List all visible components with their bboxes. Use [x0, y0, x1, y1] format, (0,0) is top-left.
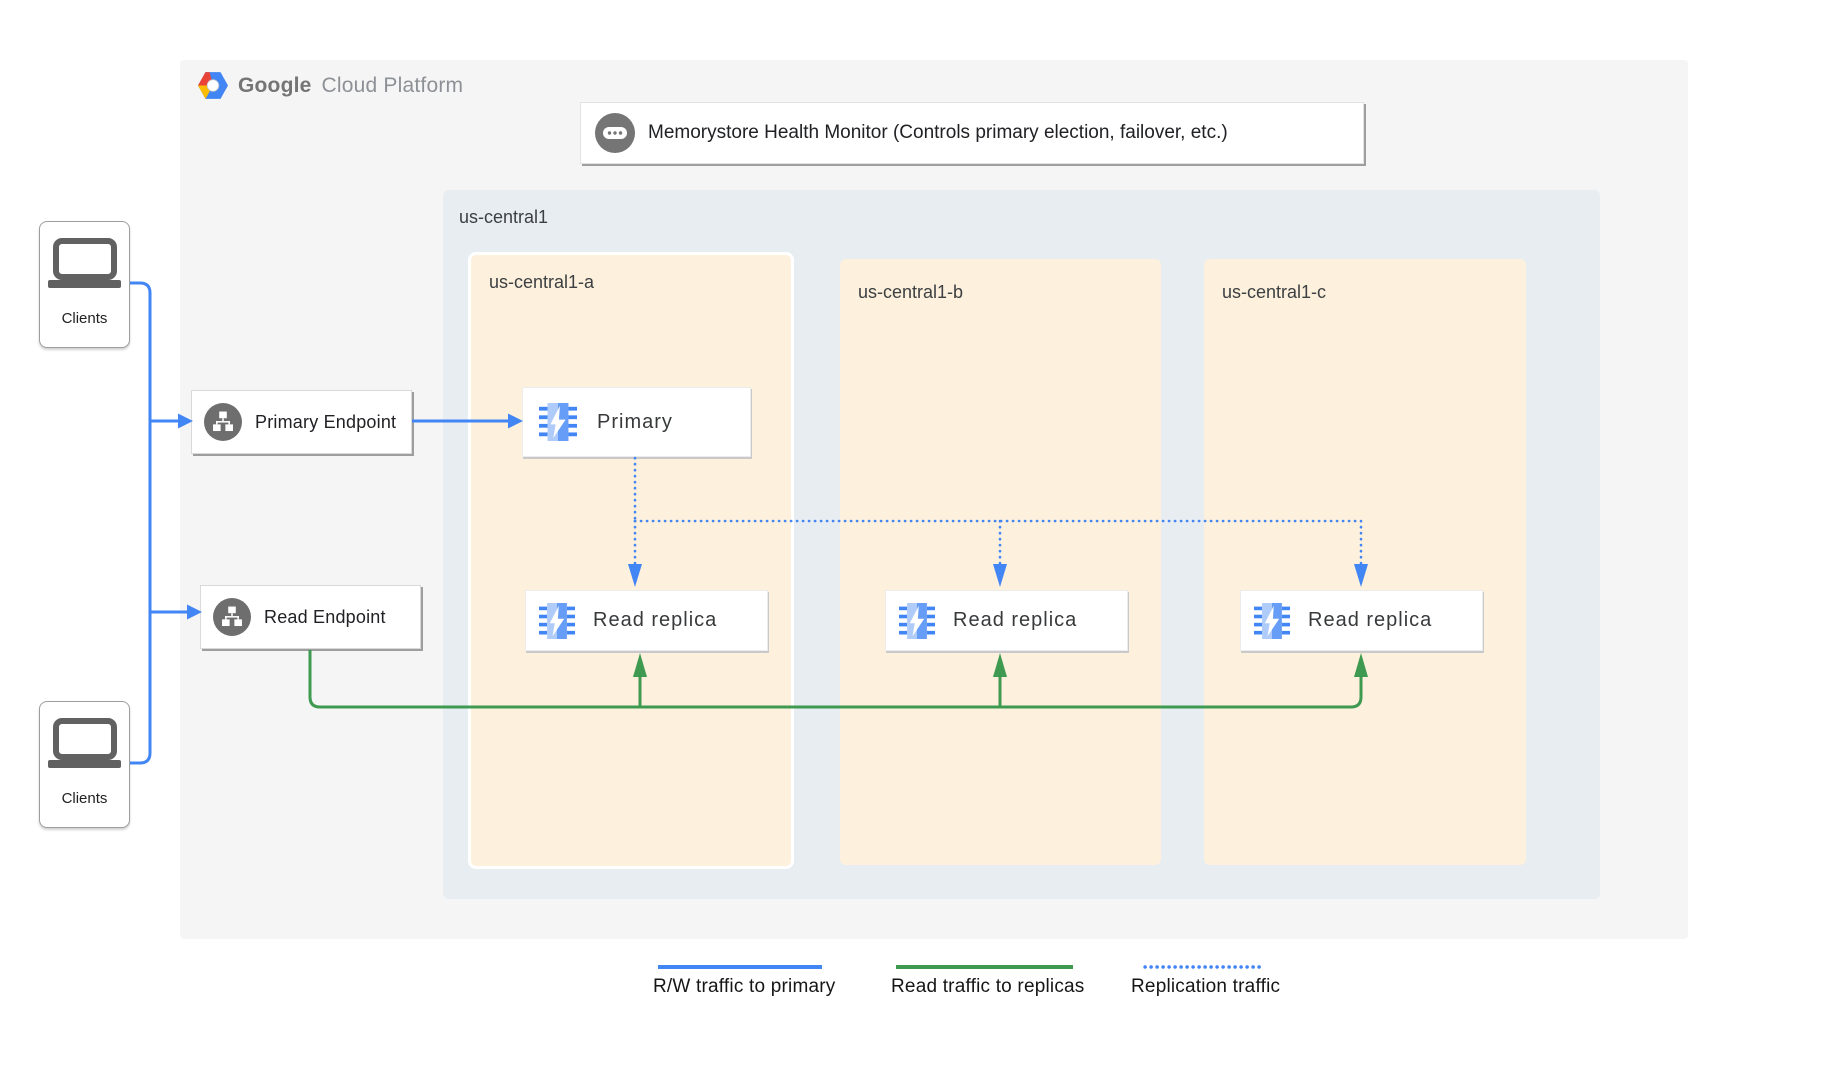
- read-replica-label: Read replica: [593, 609, 718, 631]
- gcp-logo: Google Cloud Platform: [198, 72, 463, 99]
- laptop-icon: [48, 718, 121, 768]
- clients-label: Clients: [61, 790, 108, 807]
- primary-node-label: Primary: [597, 410, 673, 433]
- read-replica-box-zone-b: Read replica: [885, 590, 1128, 651]
- clients-label: Clients: [61, 310, 108, 327]
- read-replica-label: Read replica: [1308, 609, 1433, 631]
- zone-c-label: us-central1-c: [1222, 282, 1327, 302]
- zone-us-central1-c: us-central1-c: [1204, 259, 1526, 865]
- clients-box-bottom: Clients: [39, 701, 130, 828]
- memorystore-chip-bolt-icon: [1254, 602, 1290, 639]
- laptop-icon: [48, 238, 121, 288]
- zone-us-central1-b: us-central1-b: [840, 259, 1161, 865]
- legend-label-read-traffic: Read traffic to replicas: [891, 976, 1085, 997]
- logo-text-google: Google: [238, 73, 312, 97]
- zone-a-label: us-central1-a: [489, 272, 595, 292]
- primary-endpoint-label: Primary Endpoint: [255, 411, 397, 432]
- read-endpoint-label: Read Endpoint: [264, 606, 386, 627]
- health-monitor-label: Memorystore Health Monitor (Controls pri…: [648, 122, 1228, 143]
- legend-label-replication-traffic: Replication traffic: [1131, 976, 1281, 997]
- read-replica-label: Read replica: [953, 609, 1078, 631]
- read-replica-box-zone-a: Read replica: [525, 590, 768, 651]
- legend-label-rw-traffic: R/W traffic to primary: [653, 976, 836, 997]
- legend-line-read-traffic: [896, 965, 1073, 969]
- clients-box-top: Clients: [39, 221, 130, 348]
- rw-traffic-clients-trunk-line: [130, 281, 152, 765]
- zone-us-central1-a: us-central1-a: [468, 252, 794, 869]
- zone-b-label: us-central1-b: [858, 282, 964, 302]
- memorystore-chip-bolt-icon: [539, 602, 575, 639]
- health-monitor-box: Memorystore Health Monitor (Controls pri…: [580, 102, 1364, 164]
- network-sitemap-icon: [204, 403, 242, 441]
- chat-ellipsis-icon: [595, 113, 635, 153]
- gcp-hexagon-logo-icon: [198, 72, 228, 99]
- logo-text-cloud-platform: Cloud Platform: [321, 73, 464, 97]
- network-sitemap-icon: [213, 598, 251, 636]
- memorystore-chip-bolt-icon: [899, 602, 935, 639]
- primary-node-box: Primary: [522, 387, 751, 457]
- memorystore-chip-bolt-icon: [539, 403, 577, 441]
- read-endpoint-box: Read Endpoint: [200, 585, 421, 649]
- legend-line-rw-traffic: [658, 965, 822, 969]
- read-replica-box-zone-c: Read replica: [1240, 590, 1483, 651]
- legend-line-replication-traffic: [1143, 965, 1263, 969]
- primary-endpoint-box: Primary Endpoint: [191, 390, 412, 454]
- region-label: us-central1: [459, 207, 549, 227]
